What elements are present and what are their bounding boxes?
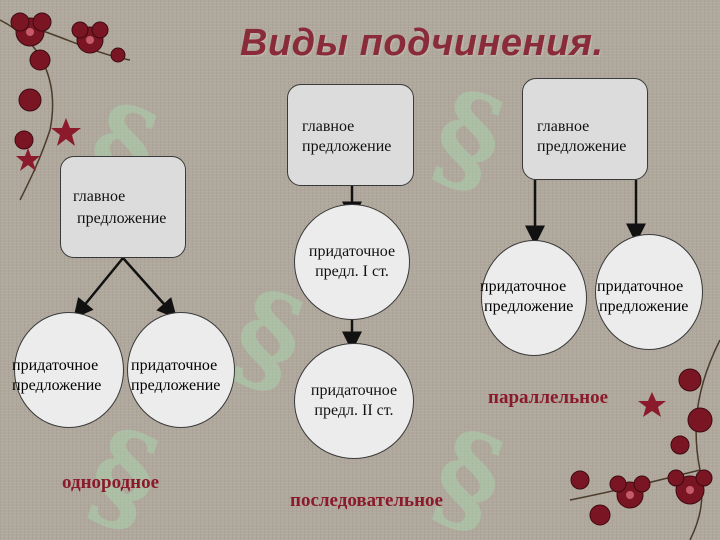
subordinate-label-line-2: предл. II ст. (314, 402, 394, 419)
caption-parallel: параллельное (488, 387, 609, 408)
main-clause-line-2: предложение (77, 210, 167, 227)
caption-sequential: последовательное (290, 490, 443, 511)
main-clause-sequential: главное предложение (287, 84, 414, 186)
subordinate-label-line-1: придаточное (597, 278, 684, 295)
main-clause-line-1: главное (302, 118, 355, 135)
star-decoration-icon (51, 118, 81, 146)
subordinate-clause-sequential-2: придаточное предл. II ст. (294, 343, 414, 459)
subordinate-label-line-1: придаточное (310, 382, 398, 399)
caption-homogeneous: однородное (62, 472, 160, 493)
subordinate-label-line-2: предложение (599, 298, 689, 315)
subordinate-label-line-1: придаточное (131, 357, 218, 374)
subordinate-clause-sequential-1: придаточное предл. I ст. (294, 204, 410, 320)
subordinate-label-line-1: придаточное (480, 278, 567, 295)
subordinate-clause-homogeneous-left (14, 312, 124, 428)
subordinate-label-line-2: предл. I ст. (315, 263, 389, 280)
subordinate-clause-parallel-left (481, 240, 587, 356)
subordinate-label-line-1: придаточное (308, 243, 396, 260)
flower-decoration-bottom-right (569, 339, 720, 540)
star-decoration-icon (638, 392, 666, 417)
main-clause-line-1: главное (537, 118, 590, 135)
subordinate-clause-parallel-right (595, 234, 703, 350)
main-clause-line-2: предложение (302, 138, 392, 155)
subordinate-label-line-2: предложение (484, 298, 574, 315)
subordinate-clause-homogeneous-right (127, 312, 235, 428)
page-title: Виды подчинения. (240, 22, 604, 64)
arrow-homogeneous-right (122, 257, 177, 319)
main-clause-line-2: предложение (537, 138, 627, 155)
subordinate-label-line-2: предложение (12, 377, 102, 394)
main-clause-homogeneous: главное предложение (60, 156, 186, 258)
flower-decoration-top-left (0, 12, 131, 201)
main-clause-parallel: главное предложение (522, 78, 648, 180)
arrow-homogeneous-left (73, 257, 124, 319)
star-decoration-icon (16, 148, 40, 171)
main-clause-line-1: главное (73, 188, 126, 205)
subordinate-label-line-1: придаточное (12, 357, 99, 374)
subordinate-label-line-2: предложение (131, 377, 221, 394)
